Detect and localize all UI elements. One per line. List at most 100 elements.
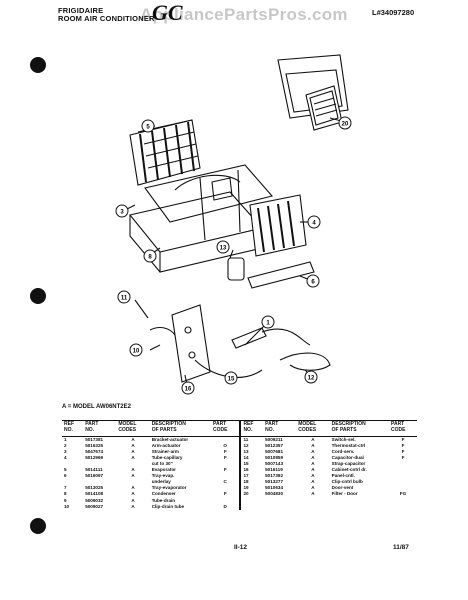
cell-ref: 20: [239, 491, 264, 498]
cell-part: 5010634: [265, 485, 284, 491]
condenser-coil-drawing: [129, 119, 201, 186]
revision-date: 11/87: [393, 544, 409, 551]
cell-desc: Tube-drain: [151, 497, 176, 503]
cell-desc: Strainer-arm: [151, 448, 180, 454]
col-ref: REF NO.: [62, 420, 84, 437]
cell-desc: Capacitor-dual: [331, 454, 364, 460]
cell-ref: 4: [64, 454, 67, 460]
cell-code: F: [223, 454, 227, 460]
callout-9: 8: [148, 255, 152, 261]
cell-model: A: [311, 460, 315, 466]
evaporator-coil-drawing: [249, 194, 307, 257]
callout-12: 11: [121, 296, 128, 302]
callout-14: 13: [220, 246, 227, 252]
cell-code: F: [401, 442, 405, 448]
cell-desc: Tray-evaporator: [151, 485, 187, 491]
callout-20: 20: [342, 122, 349, 128]
cell-part: 5012357: [265, 442, 284, 448]
cell-ref: 6: [64, 473, 67, 479]
callout-11: 10: [133, 349, 140, 355]
cell-ref: 14: [239, 454, 264, 461]
cell-code: FG: [399, 491, 407, 497]
callout-3: 3: [120, 210, 124, 216]
cell-part: 5009211: [265, 436, 283, 442]
cell-part: 5016119: [265, 467, 283, 473]
cell-desc: Clip-cntrl bulb: [331, 479, 363, 485]
cell-part: 5017392: [265, 473, 284, 479]
table-row: 9 5009032 A Tube-drain: [62, 497, 417, 504]
cell-model: A: [311, 448, 315, 454]
cell-ref: 7: [64, 485, 67, 491]
cell-model: A: [131, 497, 135, 503]
page-number: II-12: [234, 544, 248, 551]
callout-5: 4: [312, 221, 316, 227]
cell-model: A: [131, 436, 135, 442]
col-desc-2: DESCRIPTION OF PARTS: [329, 420, 389, 437]
cell-model: [296, 504, 329, 510]
cell-ref: 9: [64, 497, 67, 503]
cell-model: A: [311, 442, 315, 448]
control-panel-drawing: [171, 304, 211, 383]
cell-part: 5007681: [265, 448, 284, 454]
cell-part: 5016097: [85, 473, 104, 479]
cell-desc: Clip-drain tube: [151, 503, 185, 509]
cell-ref: 18: [239, 479, 264, 486]
cell-desc: Thermostat-ctrl: [331, 442, 366, 448]
cell-model: A: [131, 503, 135, 509]
cell-ref: [239, 497, 264, 504]
col-part: PART NO.: [83, 420, 117, 437]
cell-desc: Tray-evap.: [151, 473, 175, 479]
cell-desc: Condenser: [151, 491, 176, 497]
cell-part: 5013025: [85, 485, 104, 491]
cell-desc: Arm-actuator: [151, 442, 181, 448]
cell-part: 5014108: [85, 491, 104, 497]
cell-ref: 5: [64, 467, 67, 473]
cell-desc: Door-vent: [331, 485, 354, 491]
cell-model: A: [131, 467, 135, 473]
cell-code: C: [223, 479, 227, 485]
cell-desc: [330, 504, 389, 510]
cell-desc: Strap-capacitor: [331, 460, 366, 466]
cell-part: 5016325: [85, 442, 104, 448]
cell-model: A: [131, 442, 135, 448]
cell-model: A: [311, 436, 315, 442]
cell-code: [389, 504, 417, 510]
cell-desc: Cord-serv.: [331, 448, 355, 454]
capacitor-drawing: [227, 257, 245, 281]
cell-part: 5009032: [85, 497, 104, 503]
binder-hole-top: [30, 57, 46, 73]
callout-16: 15: [228, 377, 235, 383]
cell-ref: 13: [239, 448, 264, 455]
cell-model: A: [311, 467, 315, 473]
callout-13: 12: [308, 376, 315, 382]
cell-part: 5013277: [265, 479, 284, 485]
model-note: A = MODEL AW06NT2E2: [62, 404, 131, 410]
cell-desc: Filter - Door: [331, 491, 358, 497]
cell-desc: Switch-sel.: [331, 436, 356, 442]
cell-model: A: [131, 454, 135, 460]
cell-ref: [239, 503, 264, 510]
cell-desc: cut to 30": [151, 460, 173, 466]
cell-ref: 16: [239, 467, 264, 474]
cell-part: [263, 504, 296, 510]
cell-ref: 3: [64, 448, 67, 454]
binder-hole-bottom: [30, 518, 46, 534]
col-model-2: MODEL CODES: [296, 420, 330, 437]
cell-model: A: [311, 485, 315, 491]
cell-code: F: [401, 448, 405, 454]
binder-hole-middle: [30, 288, 46, 304]
cell-model: A: [311, 491, 315, 497]
cell-code: F: [401, 454, 405, 460]
cell-ref: 15: [239, 460, 264, 468]
callout-6: 5: [146, 125, 150, 131]
cell-part: 5012969: [85, 454, 104, 460]
brand-name: FRIGIDAIRE: [58, 6, 104, 15]
cell-code: [211, 436, 240, 443]
